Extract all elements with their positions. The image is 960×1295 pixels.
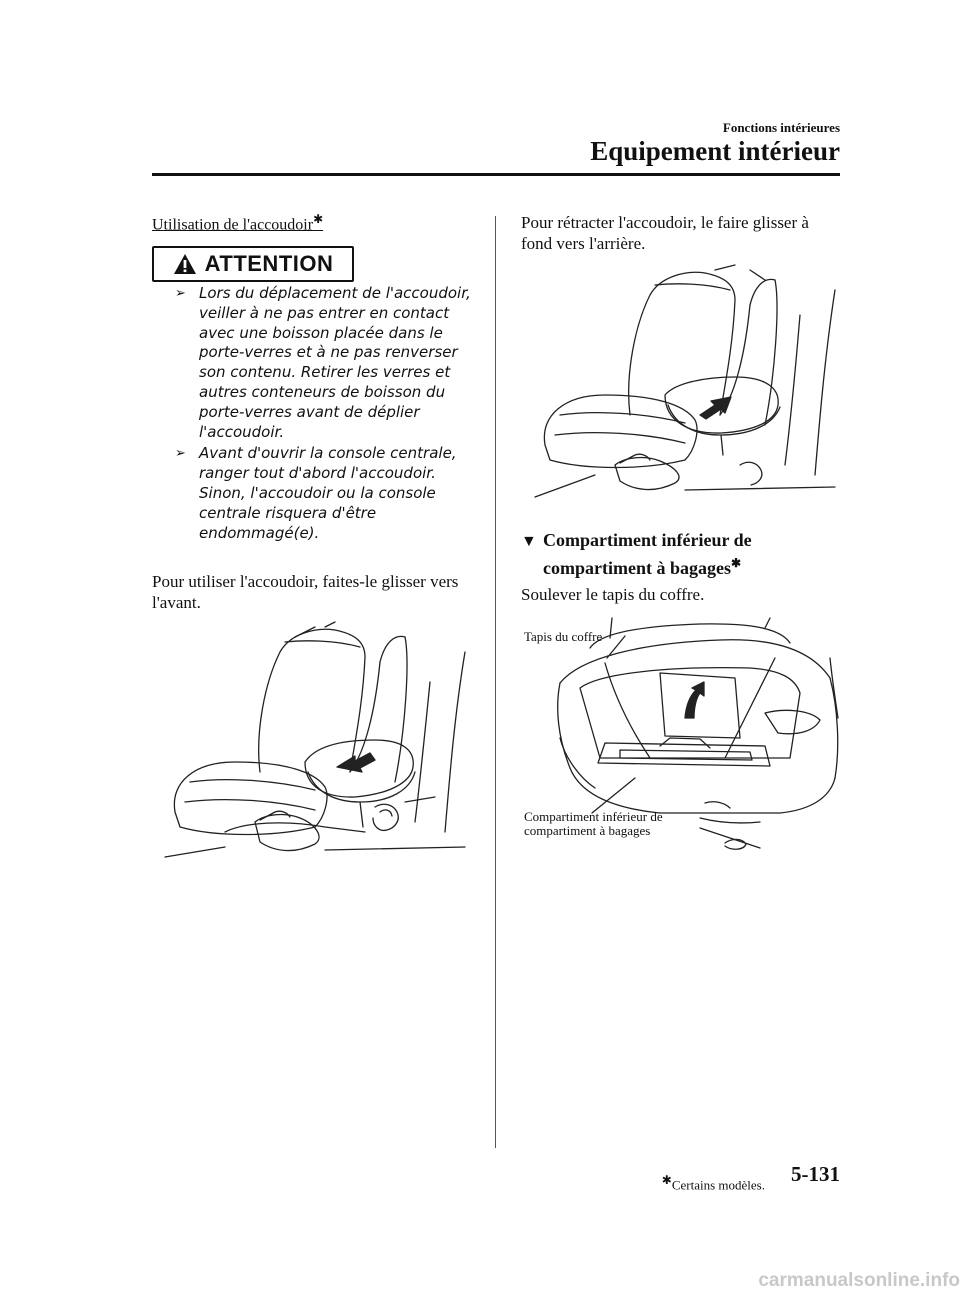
- optional-star-icon: ✱: [313, 212, 324, 226]
- attention-box: ATTENTION: [152, 246, 354, 282]
- arrow-bullet-icon: ➢: [175, 286, 186, 301]
- lower-compartment-heading: ▼ Compartiment inférieur de compartiment…: [521, 530, 752, 578]
- watermark: carmanualsonline.info: [758, 1270, 960, 1291]
- column-divider: [495, 216, 496, 1148]
- page-number: 5-131: [791, 1162, 840, 1186]
- armrest-subheading: Utilisation de l'accoudoir✱: [152, 212, 324, 234]
- section-title: Fonctions intérieures: [722, 120, 840, 135]
- optional-star-icon: ✱: [661, 1173, 672, 1187]
- armrest-forward-illustration: [164, 621, 466, 858]
- attention-label: ATTENTION: [204, 251, 334, 276]
- certain-models-note: ✱Certains modèles.: [661, 1173, 765, 1193]
- retract-armrest-paragraph: Pour rétracter l'accoudoir, le faire gli…: [521, 213, 809, 253]
- optional-star-icon: ✱: [730, 556, 742, 570]
- lift-mat-paragraph: Soulever le tapis du coffre.: [521, 585, 705, 604]
- use-armrest-paragraph: Pour utiliser l'accoudoir, faites-le gli…: [152, 572, 459, 612]
- trunk-lower-compartment-illustration: [557, 617, 839, 850]
- chapter-title: Equipement intérieur: [590, 136, 840, 166]
- arrow-bullet-icon: ➢: [175, 446, 186, 462]
- header-rule: [152, 173, 840, 176]
- trunk-mat-label: Tapis du coffre: [524, 629, 603, 644]
- warning-triangle-icon: [173, 254, 196, 274]
- down-triangle-icon: ▼: [521, 533, 537, 550]
- attention-bullet-2: ➢ Avant d'ouvrir la console centrale, ra…: [175, 444, 457, 542]
- lower-compartment-label: Compartiment inférieur de compartiment à…: [524, 809, 663, 838]
- attention-bullets: ➢ Lors du déplacement de l'accoudoir, ve…: [175, 284, 480, 545]
- armrest-backward-illustration: [534, 264, 836, 498]
- attention-bullet-1: ➢ Lors du déplacement de l'accoudoir, ve…: [175, 284, 471, 441]
